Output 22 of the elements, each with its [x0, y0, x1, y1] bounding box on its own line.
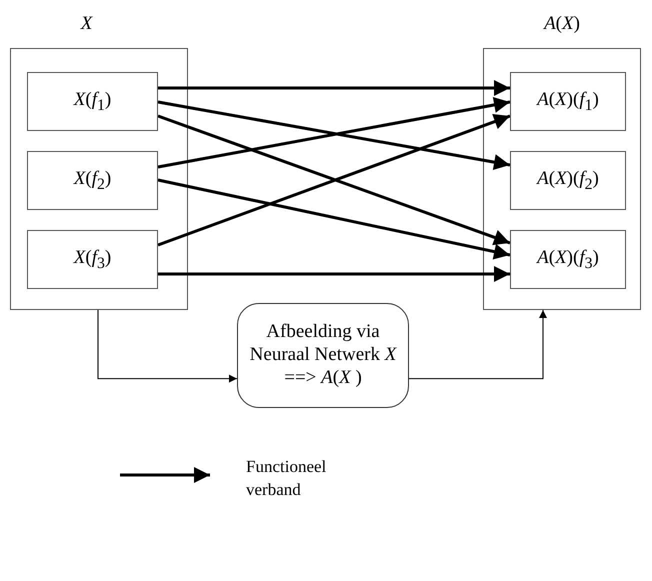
signal-box — [27, 72, 158, 131]
node-label: A(X)(f$_{1}$) — [537, 88, 599, 114]
arrow — [408, 310, 547, 380]
group-heading: A(X) — [542, 13, 581, 35]
node-label: X(f$_{2}$) — [74, 168, 112, 194]
legend-label: Functioneel verband — [246, 456, 328, 501]
arrow — [158, 266, 510, 282]
arrow — [158, 178, 510, 260]
group-heading: X — [79, 13, 94, 35]
signal-box — [27, 230, 158, 289]
arrow — [158, 80, 510, 96]
signal-box — [510, 230, 626, 289]
process-box — [237, 303, 409, 408]
arrow — [98, 310, 238, 383]
node-label: X(f$_{1}$) — [74, 88, 112, 114]
node-label: A(X)(f$_{3}$) — [537, 246, 599, 272]
signal-box — [27, 151, 158, 210]
signal-box — [510, 72, 626, 131]
node-label: X(f$_{3}$) — [74, 246, 112, 272]
node-label: A(X)(f$_{2}$) — [537, 168, 599, 194]
node-label: Afbeelding via Neuraal Netwerk X ==> A(X ) — [248, 321, 398, 390]
signal-box — [510, 151, 626, 210]
